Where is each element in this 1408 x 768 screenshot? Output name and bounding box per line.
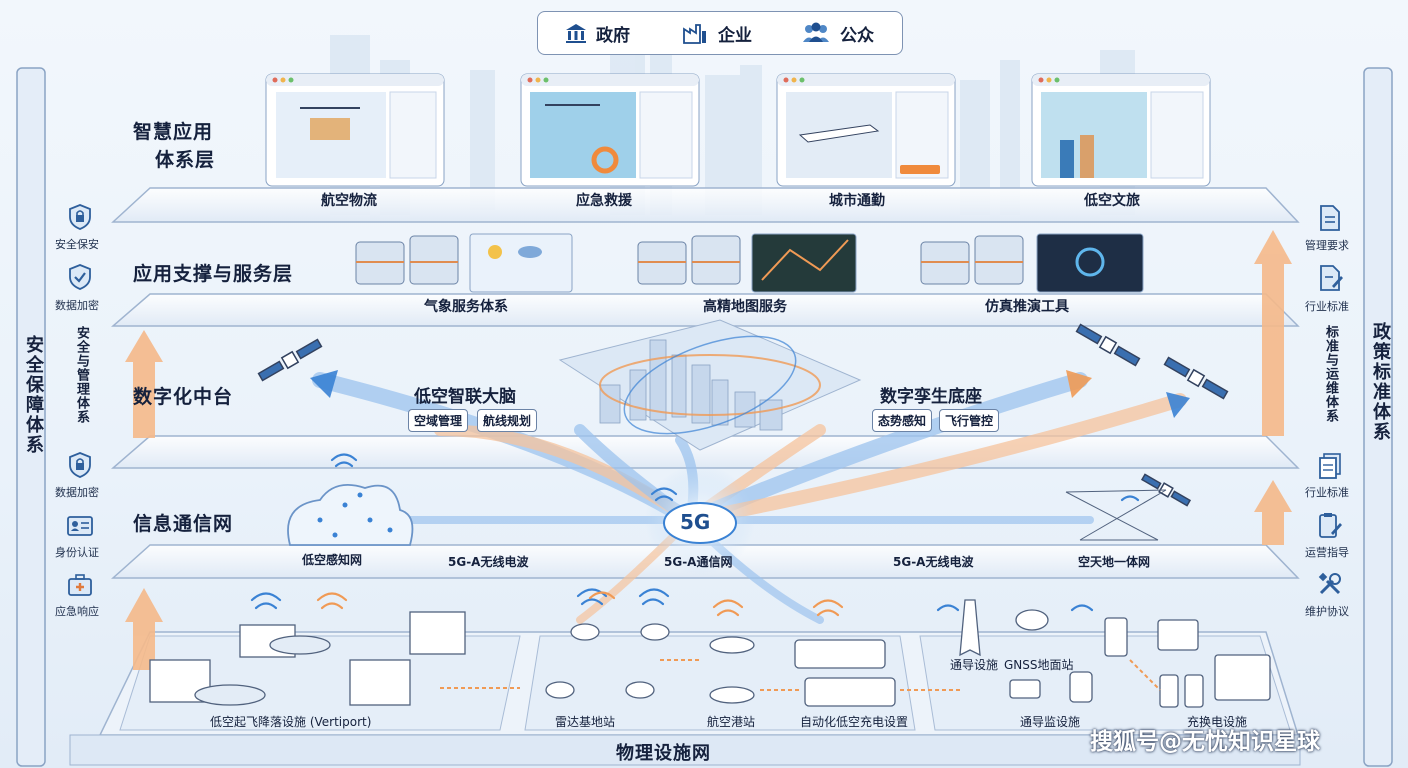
facility-label-vertiport: 低空起飞降落设施 (Vertiport) (210, 713, 371, 730)
twin-title: 数字孪生底座 (880, 382, 982, 407)
5g-hub-label: 5G (680, 510, 710, 534)
left-item-4-label: 身份认证 (55, 544, 99, 560)
layer-title-physical: 物理设施网 (616, 739, 711, 765)
service-block-simulation (921, 234, 1143, 292)
facility-label-radar: 雷达基地站 (555, 713, 615, 730)
app-label-tourism: 低空文旅 (1084, 190, 1140, 210)
stakeholder-enterprise: 企业 (718, 21, 752, 46)
clipboard-pen-icon (1317, 511, 1343, 543)
right-item-4-label: 运营指导 (1305, 544, 1349, 560)
facility-label-surveillance: 通导监设施 (1020, 713, 1080, 730)
stakeholder-public: 公众 (840, 21, 874, 46)
network-label-5ga-network: 5G-A通信网 (664, 553, 732, 570)
network-label-space-air-ground: 空天地一体网 (1078, 553, 1150, 570)
app-card-commute (777, 74, 955, 186)
layer-title-network: 信息通信网 (133, 509, 233, 536)
layer-title-digital: 数字化中台 (133, 382, 233, 409)
brain-title: 低空智联大脑 (414, 382, 516, 407)
service-label-simulation: 仿真推演工具 (985, 296, 1069, 316)
network-label-perception: 低空感知网 (302, 551, 362, 568)
shield-lock-icon (67, 203, 93, 235)
tag-flight-control: 飞行管控 (939, 409, 999, 432)
left-item-2-label: 数据加密 (55, 297, 99, 313)
left-item-3-label: 数据加密 (55, 484, 99, 500)
up-arrows-left (125, 330, 163, 670)
left-item-1-label: 安全保安 (55, 236, 99, 252)
watermark: 搜狐号@无忧知识星球 (1090, 722, 1320, 756)
government-building-icon (564, 21, 588, 50)
service-block-map (638, 234, 856, 292)
facility-label-comm-nav: 通导设施 (950, 656, 998, 673)
signal-arcs-orange (318, 593, 842, 616)
layer-title-application-line2: 体系层 (155, 145, 215, 172)
network-label-5ga-wave-right: 5G-A无线电波 (893, 553, 973, 570)
left-side-title: 安全保障体系 (20, 335, 46, 455)
left-item-5-label: 应急响应 (55, 603, 99, 619)
facility-label-auto-charging: 自动化低空充电设置 (800, 713, 908, 730)
right-item-5-label: 维护协议 (1305, 603, 1349, 619)
service-label-weather: 气象服务体系 (424, 296, 508, 316)
stakeholder-bar: 政府 企业 公众 (537, 11, 903, 55)
right-item-3-label: 行业标准 (1305, 484, 1349, 500)
service-block-weather (356, 234, 572, 292)
id-card-icon (66, 514, 94, 542)
tools-icon (1317, 571, 1343, 601)
document-pen-icon (1318, 264, 1344, 296)
layer-title-application-line1: 智慧应用 (133, 117, 213, 144)
app-label-logistics: 航空物流 (321, 190, 377, 210)
perception-cloud (288, 485, 412, 545)
left-side-subtitle: 安全与管理体系 (72, 326, 91, 424)
space-air-ground-net (1066, 490, 1166, 540)
right-item-1-label: 管理要求 (1305, 237, 1349, 253)
up-arrows-right (1254, 230, 1292, 545)
app-card-tourism (1032, 74, 1210, 186)
layer-title-support: 应用支撑与服务层 (133, 259, 293, 286)
app-label-commute: 城市通勤 (829, 190, 885, 210)
tag-route-planning: 航线规划 (477, 409, 537, 432)
shield-lock-icon (67, 451, 93, 483)
emergency-kit-icon (66, 572, 94, 602)
service-label-map: 高精地图服务 (703, 296, 787, 316)
network-label-5ga-wave-left: 5G-A无线电波 (448, 553, 528, 570)
tag-airspace-management: 空域管理 (408, 409, 468, 432)
right-side-title: 政策标准体系 (1367, 322, 1393, 442)
facility-label-gnss: GNSS地面站 (1004, 656, 1074, 673)
factory-icon (682, 21, 708, 50)
app-card-logistics (266, 74, 444, 186)
right-side-subtitle: 标准与运维体系 (1321, 325, 1340, 423)
stakeholder-government: 政府 (596, 21, 630, 46)
facility-label-airport-station: 航空港站 (707, 713, 755, 730)
people-icon (800, 21, 832, 50)
right-item-2-label: 行业标准 (1305, 298, 1349, 314)
documents-icon (1316, 452, 1344, 484)
app-card-rescue (521, 74, 699, 186)
tag-situational-awareness: 态势感知 (872, 409, 932, 432)
shield-check-icon (67, 263, 93, 295)
document-icon (1318, 204, 1342, 236)
app-label-rescue: 应急救援 (576, 190, 632, 210)
